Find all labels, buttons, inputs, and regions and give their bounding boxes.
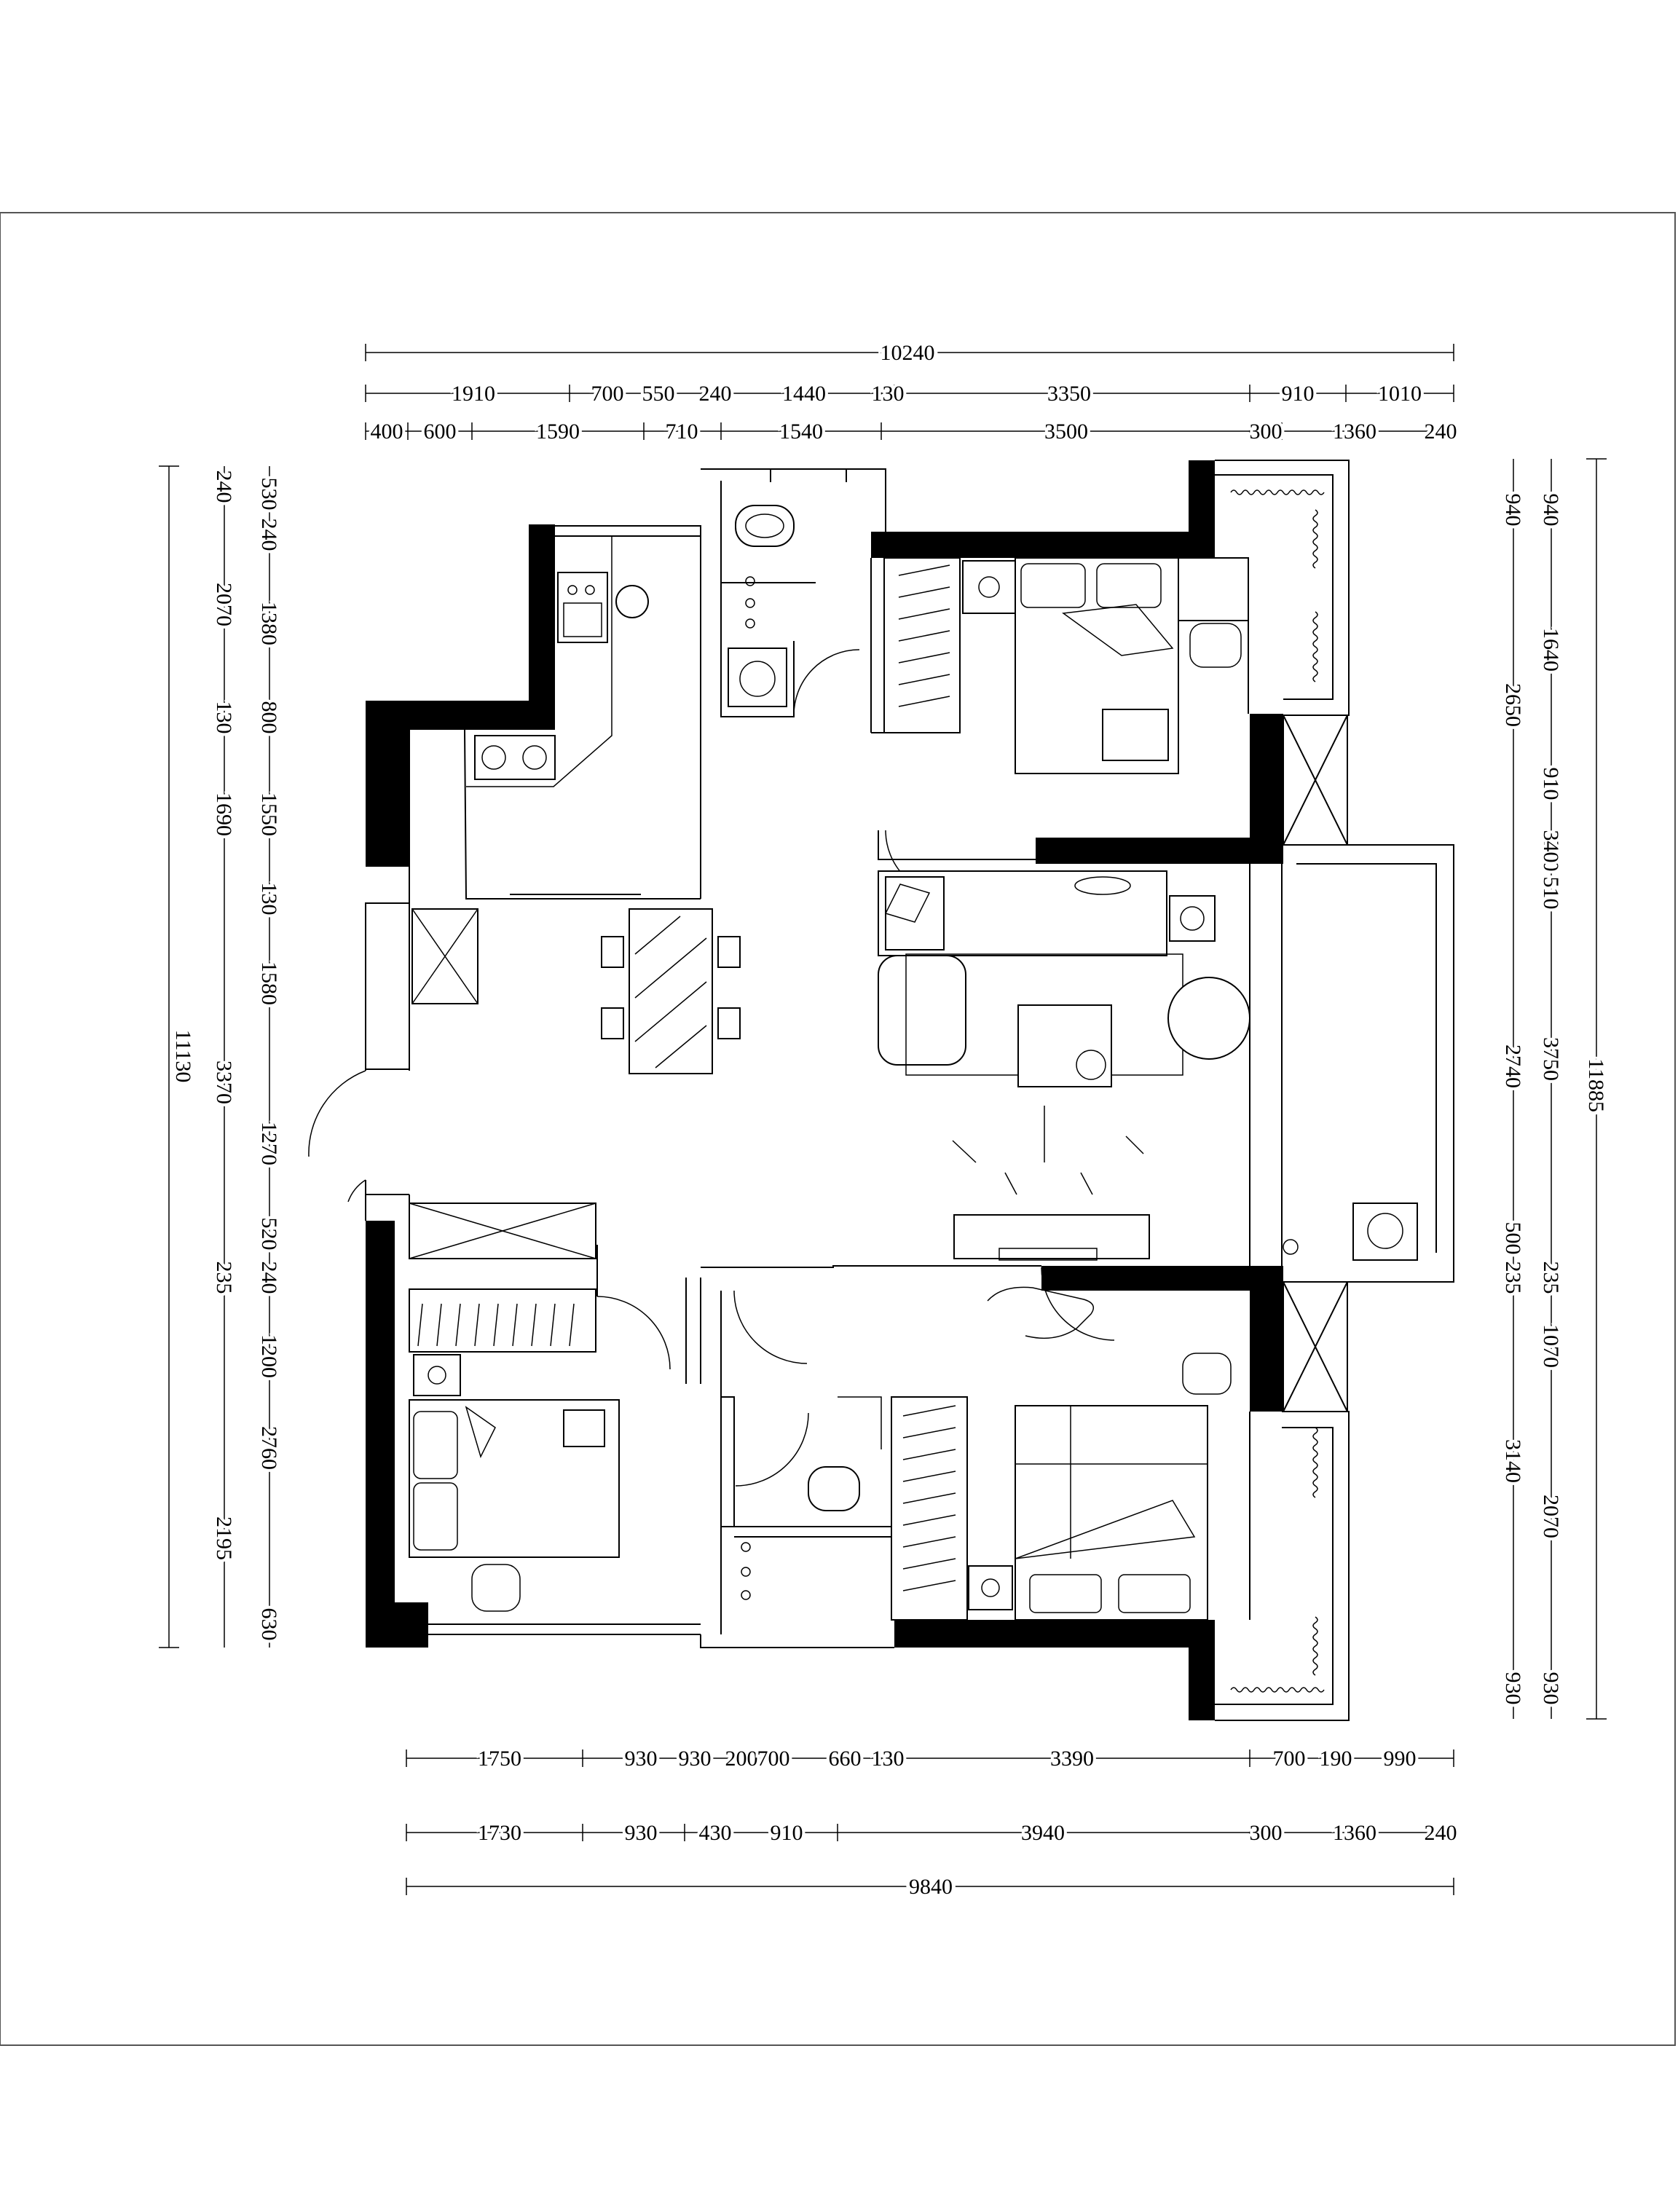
person-icon xyxy=(615,585,649,618)
right-inner-1: 940 xyxy=(1539,494,1563,527)
left-inner-8: 1270 xyxy=(257,1122,281,1165)
right-dimensions: 11885 940 2650 2740 500 235 3140 930 940… xyxy=(1498,458,1612,1720)
bot-dim-b5: 3940 xyxy=(1021,1821,1065,1845)
right-outer-6: 3140 xyxy=(1501,1439,1525,1483)
left-inner-10: 240 xyxy=(257,1262,281,1294)
right-inner-7: 3750 xyxy=(1539,1037,1563,1081)
right-inner-6: 510 xyxy=(1539,877,1563,910)
bot-dim-b7: 1360 xyxy=(1333,1821,1376,1845)
bot-dim-3: 930 xyxy=(679,1747,712,1771)
right-outer-2: 2650 xyxy=(1501,683,1525,727)
right-inner-5: 340 xyxy=(1539,830,1563,863)
bot-dim-b4: 910 xyxy=(771,1821,803,1845)
bottom-dimensions: 1750 930 930 200 700 660 130 3390 700 19… xyxy=(406,1744,1460,1902)
top-dim-4: 240 xyxy=(699,382,732,406)
right-inner-9: 1070 xyxy=(1539,1324,1563,1368)
top-dim-6: 130 xyxy=(872,382,905,406)
left-inner-1: 530 xyxy=(257,478,281,511)
right-outer-4: 500 xyxy=(1501,1222,1525,1255)
left-outer-1: 240 xyxy=(212,471,236,503)
left-inner-9: 520 xyxy=(257,1218,281,1251)
left-overall-dim: 11130 xyxy=(171,1030,195,1083)
left-inner-6: 130 xyxy=(257,883,281,916)
left-outer-3: 130 xyxy=(212,701,236,734)
left-inner-7: 1580 xyxy=(257,961,281,1005)
top-dim-b8: 1360 xyxy=(1333,420,1376,444)
left-inner-13: 2760 xyxy=(257,1426,281,1470)
bot-dim-b8: 240 xyxy=(1425,1821,1457,1845)
top-dim-5: 1440 xyxy=(782,382,826,406)
top-dim-b3: 1590 xyxy=(536,420,580,444)
bot-dim-6: 660 xyxy=(829,1747,862,1771)
top-dimensions: 10240 1910 700 550 240 1440 130 3350 910… xyxy=(365,337,1460,446)
washing-machine xyxy=(1283,1203,1418,1261)
structural-walls xyxy=(366,460,1283,1720)
top-dim-b5: 1540 xyxy=(779,420,823,444)
top-dim-9: 1010 xyxy=(1378,382,1422,406)
bot-dim-2: 930 xyxy=(625,1747,658,1771)
window-boxes xyxy=(1283,715,1348,1412)
left-inner-3: 1380 xyxy=(257,602,281,645)
left-outer-5: 3370 xyxy=(212,1060,236,1104)
top-dim-1: 1910 xyxy=(452,382,495,406)
living-room xyxy=(878,870,1250,1261)
bot-dim-b1: 1730 xyxy=(478,1821,521,1845)
top-dim-b4: 710 xyxy=(666,420,698,444)
right-overall-dim: 11885 xyxy=(1584,1058,1608,1112)
right-outer-7: 930 xyxy=(1501,1672,1525,1705)
top-dim-b1: 400 xyxy=(371,420,403,444)
bot-dim-10: 190 xyxy=(1320,1747,1352,1771)
right-outer-5: 235 xyxy=(1501,1262,1525,1294)
bathroom-bottom xyxy=(733,1290,882,1600)
bot-dim-1: 1750 xyxy=(478,1747,521,1771)
balcony-bottom xyxy=(1230,1427,1325,1693)
left-outer-6: 2195 xyxy=(212,1516,236,1560)
bottom-overall-dim: 9840 xyxy=(909,1875,953,1899)
right-inner-11: 930 xyxy=(1539,1672,1563,1705)
top-dim-b7: 300 xyxy=(1250,420,1283,444)
top-dim-3: 550 xyxy=(642,382,675,406)
top-overall-dim: 10240 xyxy=(881,341,935,365)
right-inner-3: 910 xyxy=(1539,768,1563,800)
left-inner-12: 1200 xyxy=(257,1334,281,1378)
bedroom-top xyxy=(883,557,1249,897)
left-outer-4: 1690 xyxy=(212,792,236,836)
bot-dim-b2: 930 xyxy=(625,1821,658,1845)
top-dim-b2: 600 xyxy=(424,420,457,444)
top-dim-2: 700 xyxy=(591,382,624,406)
top-dim-8: 910 xyxy=(1282,382,1315,406)
bot-dim-b6: 300 xyxy=(1250,1821,1283,1845)
bot-dim-9: 700 xyxy=(1273,1747,1306,1771)
bedroom-bottom-right xyxy=(891,1267,1232,1621)
bot-dim-5: 700 xyxy=(757,1747,790,1771)
left-inner-14: 630 xyxy=(257,1608,281,1641)
bot-dim-b3: 430 xyxy=(699,1821,732,1845)
right-inner-8: 235 xyxy=(1539,1262,1563,1294)
bot-dim-11: 990 xyxy=(1384,1747,1417,1771)
left-inner-11: 235 xyxy=(212,1262,236,1294)
left-outer-2: 2070 xyxy=(212,583,236,626)
right-inner-10: 2070 xyxy=(1539,1495,1563,1538)
right-outer-3: 2740 xyxy=(1501,1044,1525,1088)
right-outer-1: 940 xyxy=(1501,494,1525,527)
left-dimensions: 11130 240 2070 130 1690 3370 2195 530 24… xyxy=(159,465,284,1648)
dining-area xyxy=(411,908,741,1074)
bot-dim-4: 200 xyxy=(725,1747,758,1771)
right-inner-2: 1640 xyxy=(1539,628,1563,672)
bot-dim-7: 130 xyxy=(872,1747,905,1771)
top-dim-b6: 3500 xyxy=(1044,420,1088,444)
top-dim-7: 3350 xyxy=(1047,382,1091,406)
left-inner-5: 1550 xyxy=(257,792,281,836)
left-inner-4: 800 xyxy=(257,701,281,734)
entry-door xyxy=(308,1070,366,1203)
right-inner-4: 240 xyxy=(1539,839,1563,872)
sheet-frame xyxy=(0,212,1676,2046)
left-inner-2: 240 xyxy=(257,519,281,551)
top-dim-b9: 240 xyxy=(1425,420,1457,444)
bedroom-bottom-left xyxy=(409,1203,671,1612)
kitchen xyxy=(466,536,649,787)
bot-dim-8: 3390 xyxy=(1050,1747,1094,1771)
bathroom-top xyxy=(728,505,860,717)
